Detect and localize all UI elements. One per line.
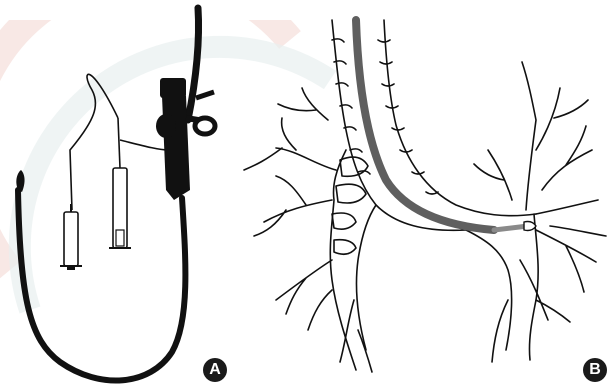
syringe-left [60, 204, 82, 270]
distal-tip [16, 170, 24, 192]
connector-line [120, 140, 168, 150]
suction-tubing [70, 74, 118, 210]
panel-label-b: B [583, 358, 607, 382]
syringe-right [109, 168, 131, 248]
light-guide-cable [188, 8, 199, 120]
bronchial-tree-drawing [236, 0, 614, 388]
insertion-tube [18, 190, 185, 381]
syringe-tube-right [118, 118, 120, 168]
bronchoscope-shaft [356, 20, 494, 230]
panel-b: B [236, 0, 614, 388]
scope-handle [156, 78, 215, 200]
panel-label-a: A [203, 358, 227, 382]
bronchoscope-sheath [494, 226, 528, 230]
airway-outline [244, 20, 606, 372]
